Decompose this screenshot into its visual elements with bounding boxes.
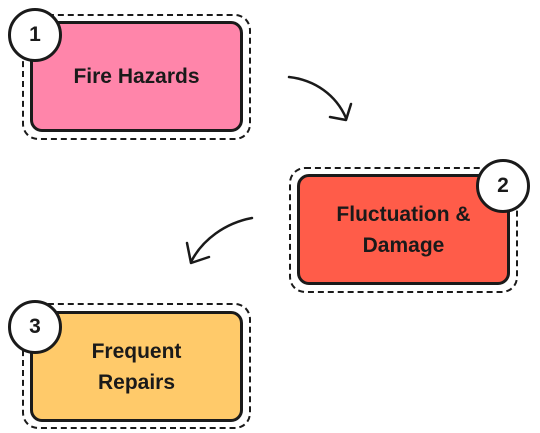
step-1-dashed-frame: [22, 14, 251, 140]
step-3-box: Frequent Repairs: [30, 311, 243, 422]
step-3-number-badge: 3: [8, 300, 62, 354]
step-1-label: Fire Hazards: [73, 65, 200, 88]
step-3-dashed-frame: [22, 303, 251, 429]
step-1-box: Fire Hazards: [30, 21, 243, 132]
step-2-label: Fluctuation & Damage: [336, 202, 471, 257]
step-1-number-badge: 1: [8, 8, 62, 62]
step-2-number-badge: 2: [476, 159, 530, 213]
step-3-label: Frequent Repairs: [91, 339, 182, 394]
step-2-box: Fluctuation & Damage: [297, 174, 510, 285]
arrow-1-to-2-icon: [287, 75, 353, 122]
arrow-2-to-3-icon: [185, 216, 254, 265]
step-2-dashed-frame: [289, 167, 518, 293]
